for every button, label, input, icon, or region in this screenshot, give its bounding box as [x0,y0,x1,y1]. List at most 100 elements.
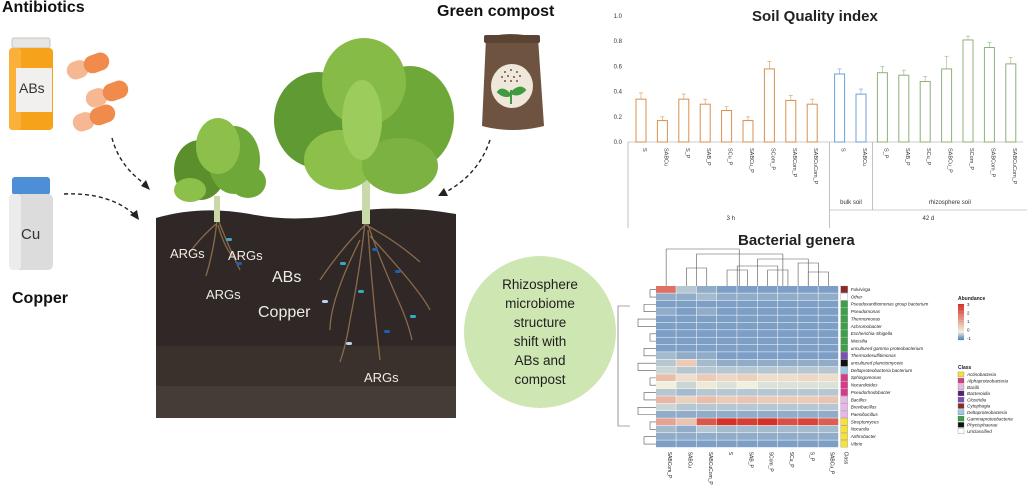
heatmap-cell [798,374,818,382]
class-cell [840,322,848,330]
column-label: SABCu_P [829,452,835,475]
heatmap-cell [777,366,798,374]
row-label: Nocardia [851,427,870,432]
heatmap-cell [757,388,778,396]
class-legend-swatch [957,371,965,378]
heatmap-cell [798,403,818,411]
class-cell [840,440,848,448]
bar [721,110,733,143]
heatmap-cell [676,293,697,301]
heatmap-cell [818,352,839,359]
heatmap-cell [676,388,697,396]
heatmap-cell [757,381,778,389]
green-compost-label: Green compost [437,3,555,20]
compost-bag-icon [482,34,544,130]
bacterial-genera-title: Bacterial genera [738,232,855,249]
heatmap-cell [716,300,737,308]
soil-abs-label: ABs [272,269,302,286]
row-dendrogram [649,333,656,342]
abundance-legend-swatch [958,332,964,335]
heatmap-cell [757,322,778,330]
heatmap-cell [676,396,697,404]
heatmap-cell [676,410,697,418]
column-label: SCu_P [788,452,794,469]
heatmap-cell [716,359,737,367]
heatmap-cell [757,433,778,440]
heatmap-cell [676,330,697,337]
heatmap-cell [696,322,717,330]
heatmap-cell [798,352,818,359]
arrows [63,137,491,217]
heatmap-cell [737,403,757,411]
heatmap-cell [798,396,818,404]
heatmap-cell [818,330,839,337]
heatmap-cell [737,308,757,315]
heatmap-cell [737,286,757,293]
heatmap-cell [716,425,737,433]
heatmap-cell [716,337,737,345]
class-cell [840,425,848,433]
heatmap-cell [716,293,737,301]
heatmap-cell [676,286,697,293]
class-cell [840,418,848,426]
heatmap-cell [696,352,717,359]
class-legend-swatch [957,397,965,403]
row-label: Other [851,294,863,299]
x-tick-label: SABCu_P [748,148,754,173]
heatmap-cell [757,425,778,433]
abundance-legend-swatch [958,334,964,337]
heatmap-cell [656,418,676,426]
abundance-legend-swatch [958,325,964,328]
heatmap-cell [716,410,737,418]
heatmap-cell [656,337,676,345]
heatmap-cell [737,293,757,301]
heatmap-cell [818,293,839,301]
heatmap-cell [798,344,818,352]
copper-jar-icon [9,177,53,270]
illustration [9,34,544,418]
heatmap-cell [696,300,717,308]
copper-label: Copper [12,290,68,307]
heatmap-cell [798,308,818,315]
heatmap-cell [737,388,757,396]
heatmap-cell [656,315,676,323]
heatmap-cell [656,388,676,396]
x-tick-label: SAB_P [705,148,711,166]
heatmap-cell [656,344,676,352]
heatmap-cell [818,337,839,345]
heatmap-cell [676,366,697,374]
heatmap-cell [676,403,697,411]
heatmap-cell [757,359,778,367]
heatmap-cell [716,396,737,404]
soil-copper-label: Copper [258,304,311,321]
heatmap-cell [696,308,717,315]
abundance-legend-swatch [958,338,964,341]
abundance-legend-tick: 0 [967,328,970,333]
x-tick-label: S_P [684,148,690,159]
heatmap-cell [798,330,818,337]
class-legend-label: Deltaproteobacteria [967,410,1008,415]
x-tick-label: SAB_P [904,148,910,166]
abundance-legend-swatch [958,318,964,321]
heatmap-cell [696,388,717,396]
heatmap-cell [716,366,737,374]
heatmap-cell [716,418,737,426]
x-tick-label: SCom_P [769,148,775,170]
row-label: Thermomonas [851,316,881,321]
heatmap-cell [656,374,676,382]
class-legend-swatch [957,428,965,434]
class-legend-label: Alphaproteobacteria [966,379,1009,384]
heatmap-cell [696,410,717,418]
heatmap-cell [818,381,839,389]
y-tick-label: 0.2 [614,115,623,121]
class-legend-swatch [957,390,965,397]
abundance-legend-swatch [958,304,964,306]
heatmap-cell [737,366,757,374]
group-label: 42 d [923,216,935,222]
heatmap-cell [656,410,676,418]
antibiotics-bottle-icon [9,37,53,130]
column-label: S_P [808,452,814,462]
heatmap-cell [656,293,676,301]
row-label: Brevibacillus [851,405,877,410]
class-legend-label: Cytophagia [967,404,991,409]
